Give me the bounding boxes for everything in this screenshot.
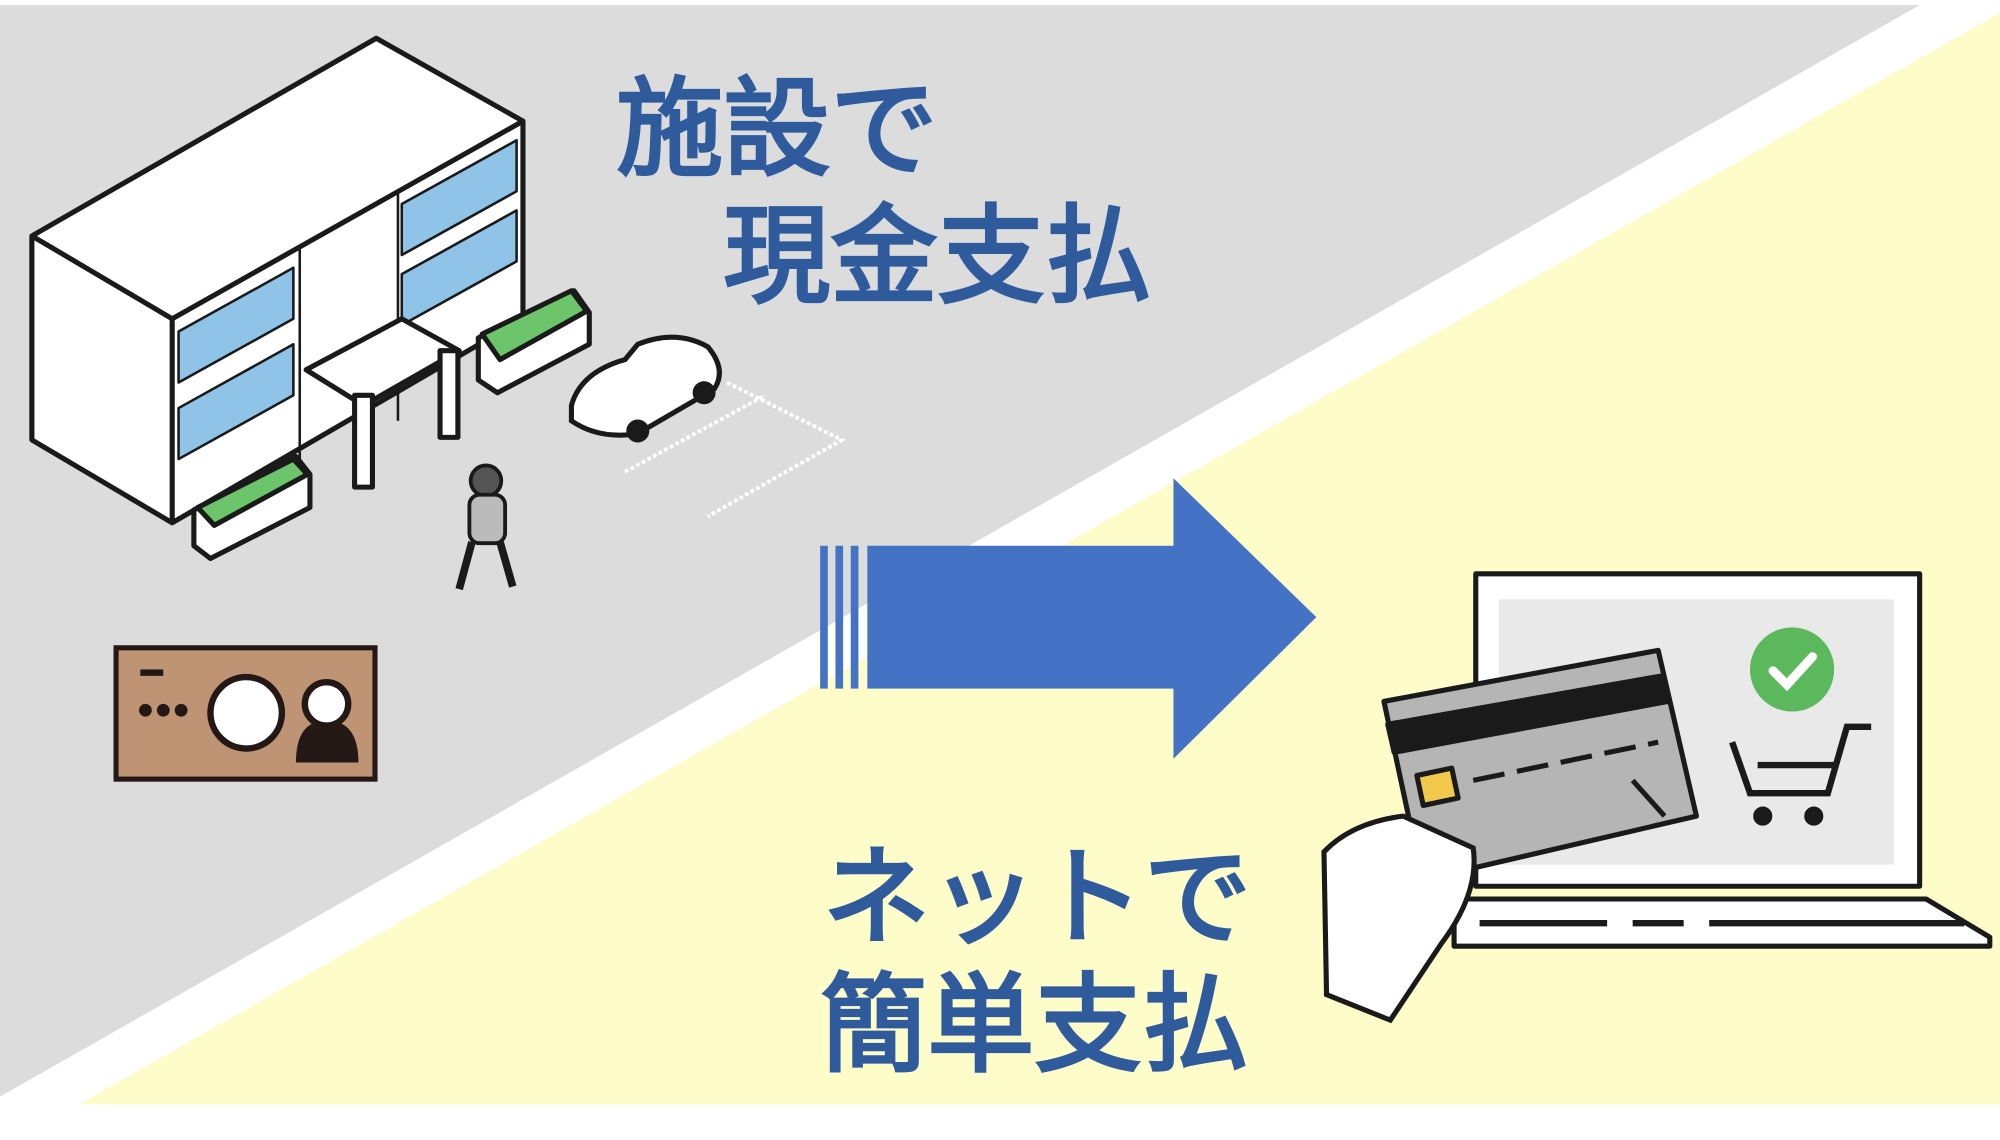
car-icon [568,334,722,443]
credit-card-icon [1381,647,1699,883]
headline-bottom-line2: 簡単支払 [820,964,1248,1088]
arrow-right-icon [820,478,1317,759]
pedestrian-icon [455,463,517,591]
parking-lines [706,380,846,519]
check-icon [1750,627,1835,712]
cart-icon [1729,723,1872,826]
headline-top-line2: 現金支払 [723,195,1151,319]
building-icon [29,35,592,562]
hand-icon [1321,813,1477,1024]
headline-top-line1: 施設で [616,68,937,192]
headline-bottom-line1: ネットで [823,837,1251,961]
banknote-icon [113,645,378,782]
